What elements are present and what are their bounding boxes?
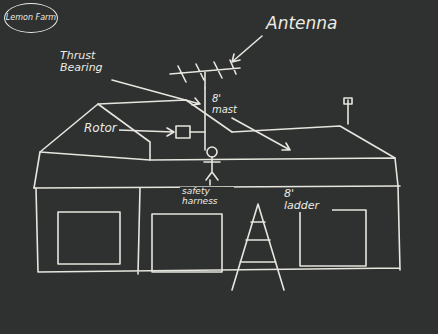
leader-arrow xyxy=(112,80,200,105)
window xyxy=(58,212,120,264)
note-text: Lemon Farm xyxy=(6,14,56,22)
chalk-label: Rotor xyxy=(82,122,119,135)
roof-line xyxy=(34,104,150,188)
chalk-label: safety harness xyxy=(180,187,234,207)
door xyxy=(152,214,222,272)
window xyxy=(300,210,366,266)
leader-arrow xyxy=(232,36,262,62)
mast xyxy=(204,88,206,150)
antenna-symbol xyxy=(170,60,240,88)
chalk-label: 8' mast xyxy=(210,93,240,115)
rotor-box xyxy=(176,126,190,138)
circled-note: Lemon Farm xyxy=(4,3,58,33)
rotor-mount xyxy=(190,131,205,133)
chalk-label: Antenna xyxy=(264,14,340,33)
eave xyxy=(40,152,398,186)
leader-arrow xyxy=(232,118,290,150)
person-body xyxy=(204,157,220,180)
ladder xyxy=(232,204,284,290)
chalk-label: Thrust Bearing xyxy=(58,50,124,74)
leader-line xyxy=(209,180,211,185)
small-mast xyxy=(344,98,352,124)
person-head xyxy=(207,147,217,157)
wall xyxy=(36,186,400,274)
chalk-label: 8' ladder xyxy=(282,188,332,212)
leader-arrow xyxy=(118,128,174,136)
